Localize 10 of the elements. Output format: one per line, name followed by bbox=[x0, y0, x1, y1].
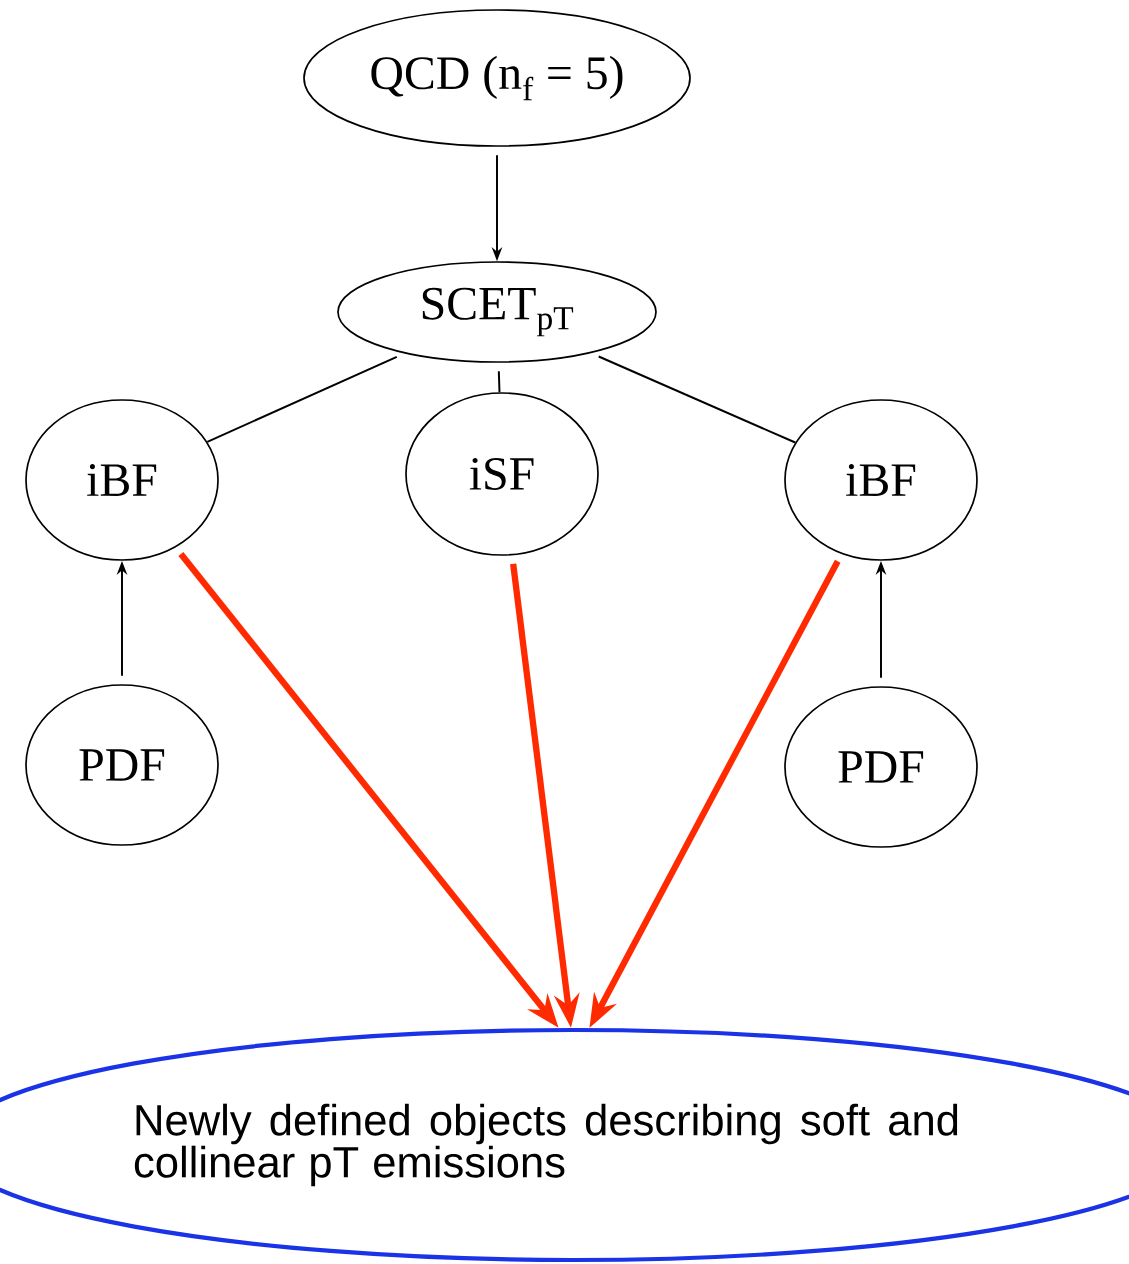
circle-node: iSF bbox=[405, 392, 599, 556]
circle-node: PDF bbox=[25, 684, 219, 846]
connector-line bbox=[497, 370, 501, 394]
circle-node: iBF bbox=[784, 399, 978, 561]
connector-line bbox=[597, 355, 797, 444]
ellipse-node: SCET$_{pT}$ bbox=[337, 261, 657, 363]
circle-node: iBF bbox=[25, 399, 219, 561]
ellipse-node: QCD (n$_{f}$ = 5) bbox=[303, 9, 691, 147]
connector-line bbox=[206, 355, 398, 443]
circle-node: PDF bbox=[784, 686, 978, 848]
